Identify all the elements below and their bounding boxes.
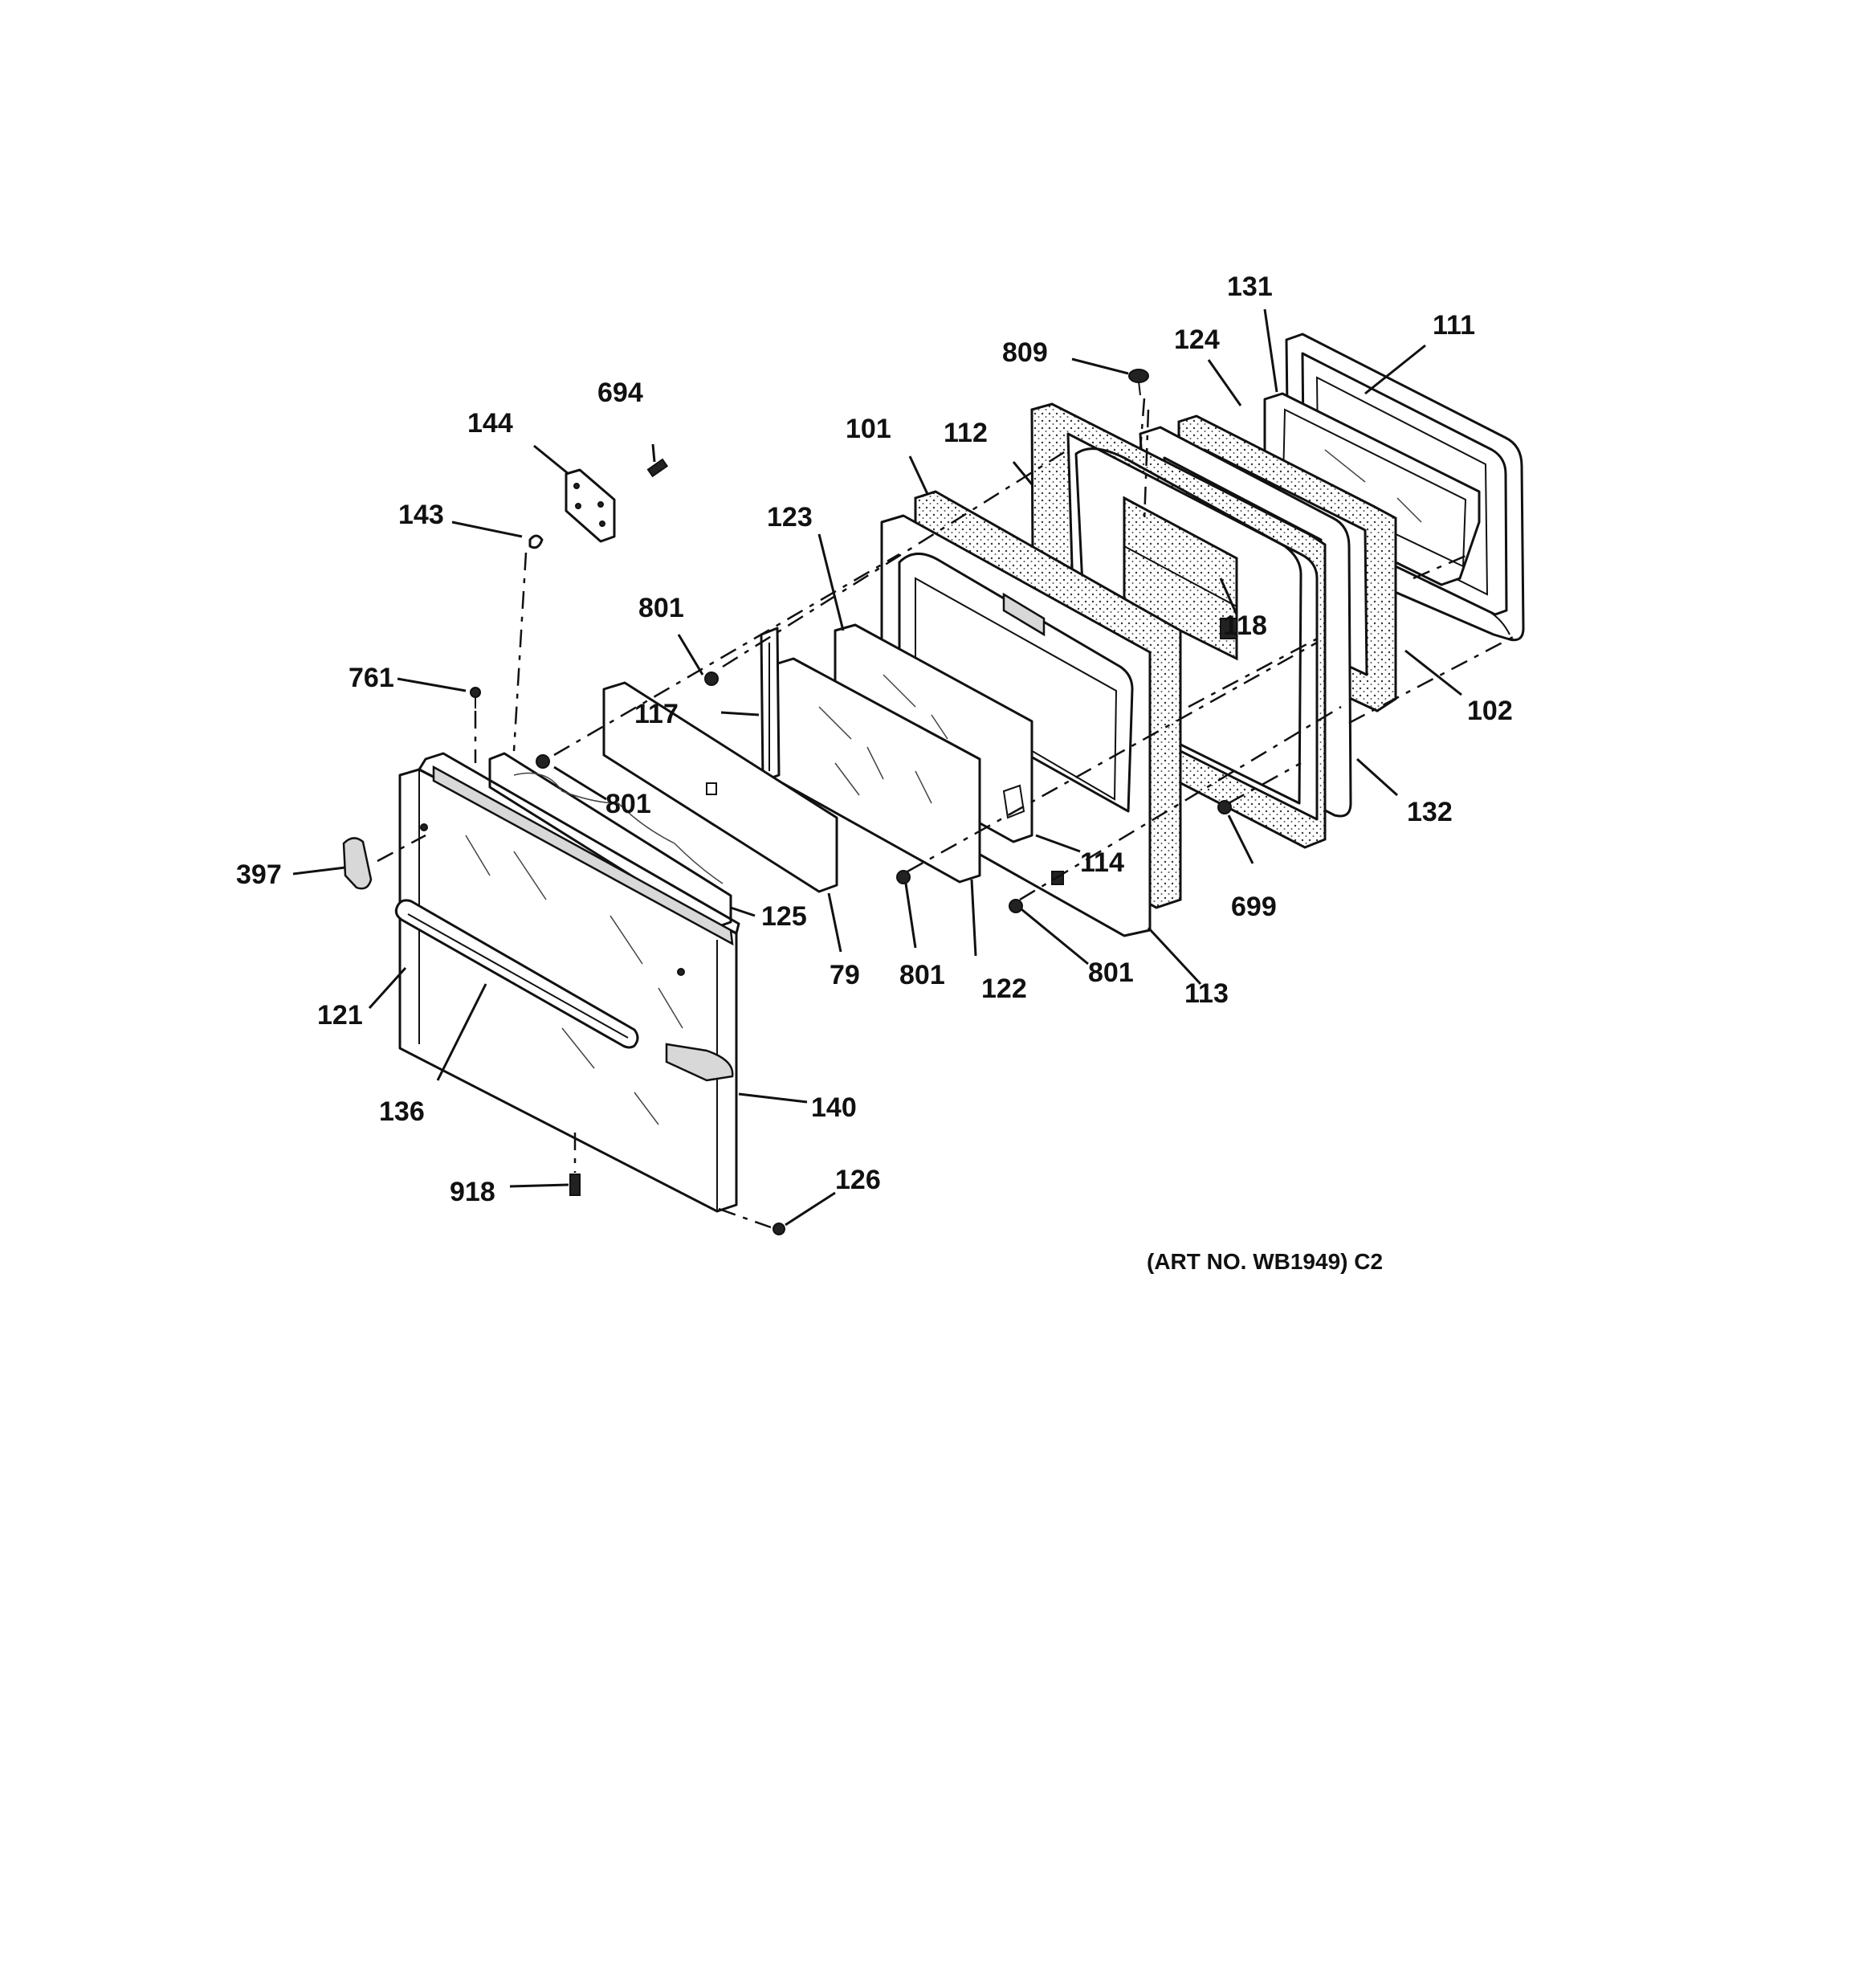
callout-397: 397 (236, 859, 282, 890)
callout-79: 79 (830, 960, 860, 990)
fastener-694 (646, 458, 669, 478)
callout-801-a: 801 (638, 593, 684, 623)
fastener-801-d (1009, 899, 1023, 913)
callout-140: 140 (811, 1092, 857, 1123)
fastener-699 (1217, 800, 1232, 814)
callout-131: 131 (1227, 271, 1273, 302)
callout-118: 118 (1223, 610, 1267, 641)
part-397-end-cap (342, 837, 373, 890)
leader-lines (292, 308, 1462, 1227)
callout-labels: 131 111 124 809 694 144 101 112 143 123 … (236, 271, 1513, 1207)
callout-132: 132 (1407, 797, 1453, 827)
callout-801-c: 801 (899, 960, 945, 990)
callout-101: 101 (846, 414, 891, 444)
part-117-retainer (760, 627, 781, 782)
callout-102: 102 (1467, 696, 1513, 726)
callout-111: 111 (1433, 310, 1475, 341)
fastener-809 (1128, 369, 1149, 396)
callout-918: 918 (450, 1177, 495, 1207)
part-136-handle (394, 899, 734, 1082)
fastener-801-b (536, 754, 550, 769)
callout-113: 113 (1184, 978, 1229, 1009)
part-79-shield (602, 681, 838, 893)
callout-126: 126 (835, 1165, 881, 1195)
callout-121: 121 (317, 1000, 363, 1031)
callout-801-b: 801 (605, 789, 651, 819)
fastener-918 (569, 1174, 581, 1196)
art-number: (ART NO. WB1949) C2 (1147, 1249, 1383, 1274)
callout-144: 144 (467, 408, 513, 439)
fastener-801-c (896, 870, 911, 884)
fastener-761 (470, 687, 481, 708)
fastener-801-a (704, 672, 719, 686)
callout-143: 143 (398, 500, 444, 530)
callout-125: 125 (761, 901, 807, 932)
callout-114: 114 (1080, 847, 1124, 878)
callout-801-d: 801 (1088, 957, 1134, 988)
part-144-hinge-bracket (565, 468, 616, 543)
callout-694: 694 (597, 378, 643, 408)
assembly-lines (377, 398, 1519, 1229)
callout-124: 124 (1174, 325, 1220, 355)
part-143-clip (528, 534, 544, 549)
callout-809: 809 (1002, 337, 1048, 368)
callout-123: 123 (767, 502, 813, 533)
fastener-126 (773, 1223, 785, 1235)
callout-112: 112 (944, 418, 988, 448)
callout-136: 136 (379, 1096, 425, 1127)
callout-699: 699 (1231, 892, 1277, 922)
callout-122: 122 (981, 974, 1027, 1004)
callout-761: 761 (349, 663, 394, 693)
callout-117: 117 (634, 699, 679, 729)
